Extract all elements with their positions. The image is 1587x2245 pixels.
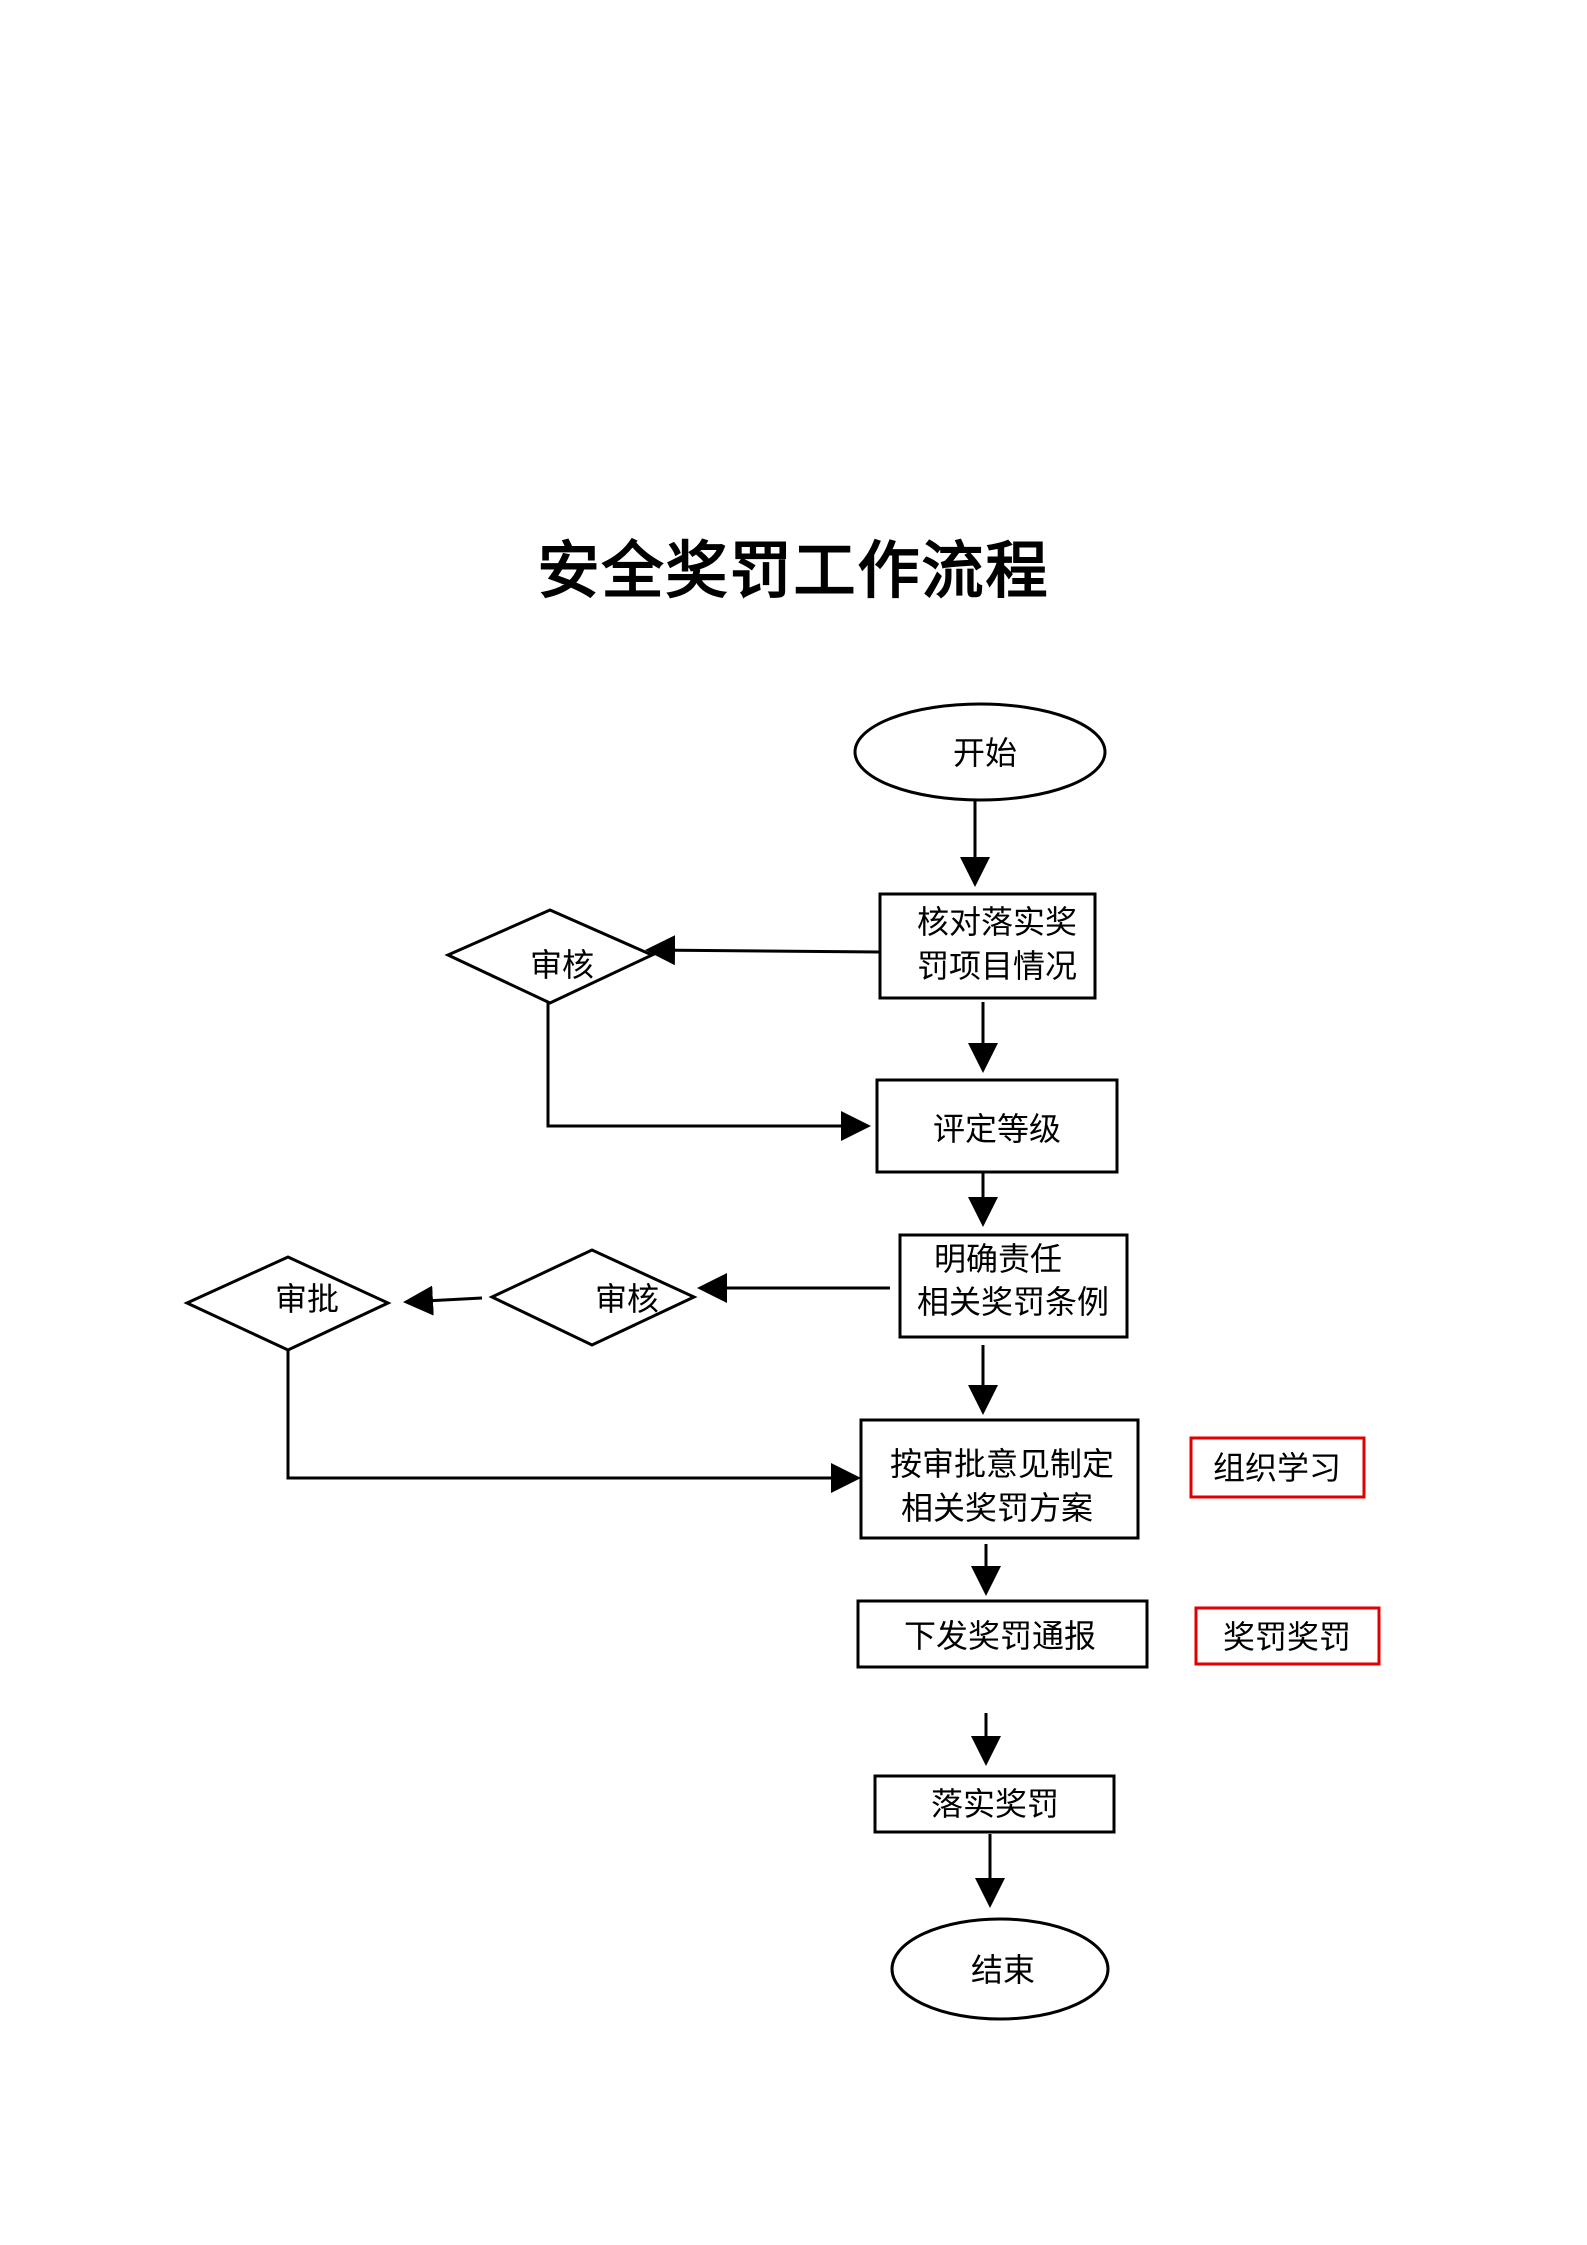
end-node [890, 1917, 1110, 2021]
arrow-verify-review1 [645, 935, 881, 966]
clarify-box [898, 1233, 1129, 1339]
reward-punish-label: 奖罚奖罚 [1223, 1618, 1351, 1656]
implement-box [873, 1774, 1116, 1834]
verify-box [878, 892, 1097, 1000]
verify-label-1: 核对落实奖 [917, 903, 1077, 941]
approve-diamond [183, 1255, 392, 1352]
arrow-approve-plan [286, 1350, 861, 1493]
grade-box [875, 1078, 1119, 1174]
grade-label: 评定等级 [933, 1110, 1061, 1148]
review2-diamond [488, 1248, 698, 1347]
reward-punish-box [1194, 1606, 1381, 1666]
approve-label: 审批 [275, 1280, 339, 1318]
start-label: 开始 [953, 734, 1017, 772]
plan-box [859, 1418, 1140, 1540]
clarify-label-1: 明确责任 [934, 1240, 1062, 1278]
organize-study-label: 组织学习 [1213, 1449, 1341, 1487]
clarify-label-2: 相关奖罚条例 [917, 1283, 1109, 1321]
arrow-review1-grade [546, 1003, 871, 1141]
organize-study-box [1189, 1436, 1366, 1499]
start-node [853, 702, 1107, 802]
notice-label: 下发奖罚通报 [904, 1617, 1096, 1655]
review2-label: 审核 [595, 1280, 659, 1318]
end-label: 结束 [971, 1951, 1035, 1989]
implement-label: 落实奖罚 [931, 1785, 1059, 1823]
verify-label-2: 罚项目情况 [917, 947, 1077, 985]
page-title: 安全奖罚工作流程 [537, 534, 1050, 607]
plan-label-2: 相关奖罚方案 [901, 1489, 1093, 1527]
notice-box [856, 1599, 1149, 1669]
plan-label-1: 按审批意见制定 [890, 1445, 1114, 1483]
arrow-review2-approve [403, 1285, 483, 1316]
review1-label: 审核 [530, 946, 594, 984]
